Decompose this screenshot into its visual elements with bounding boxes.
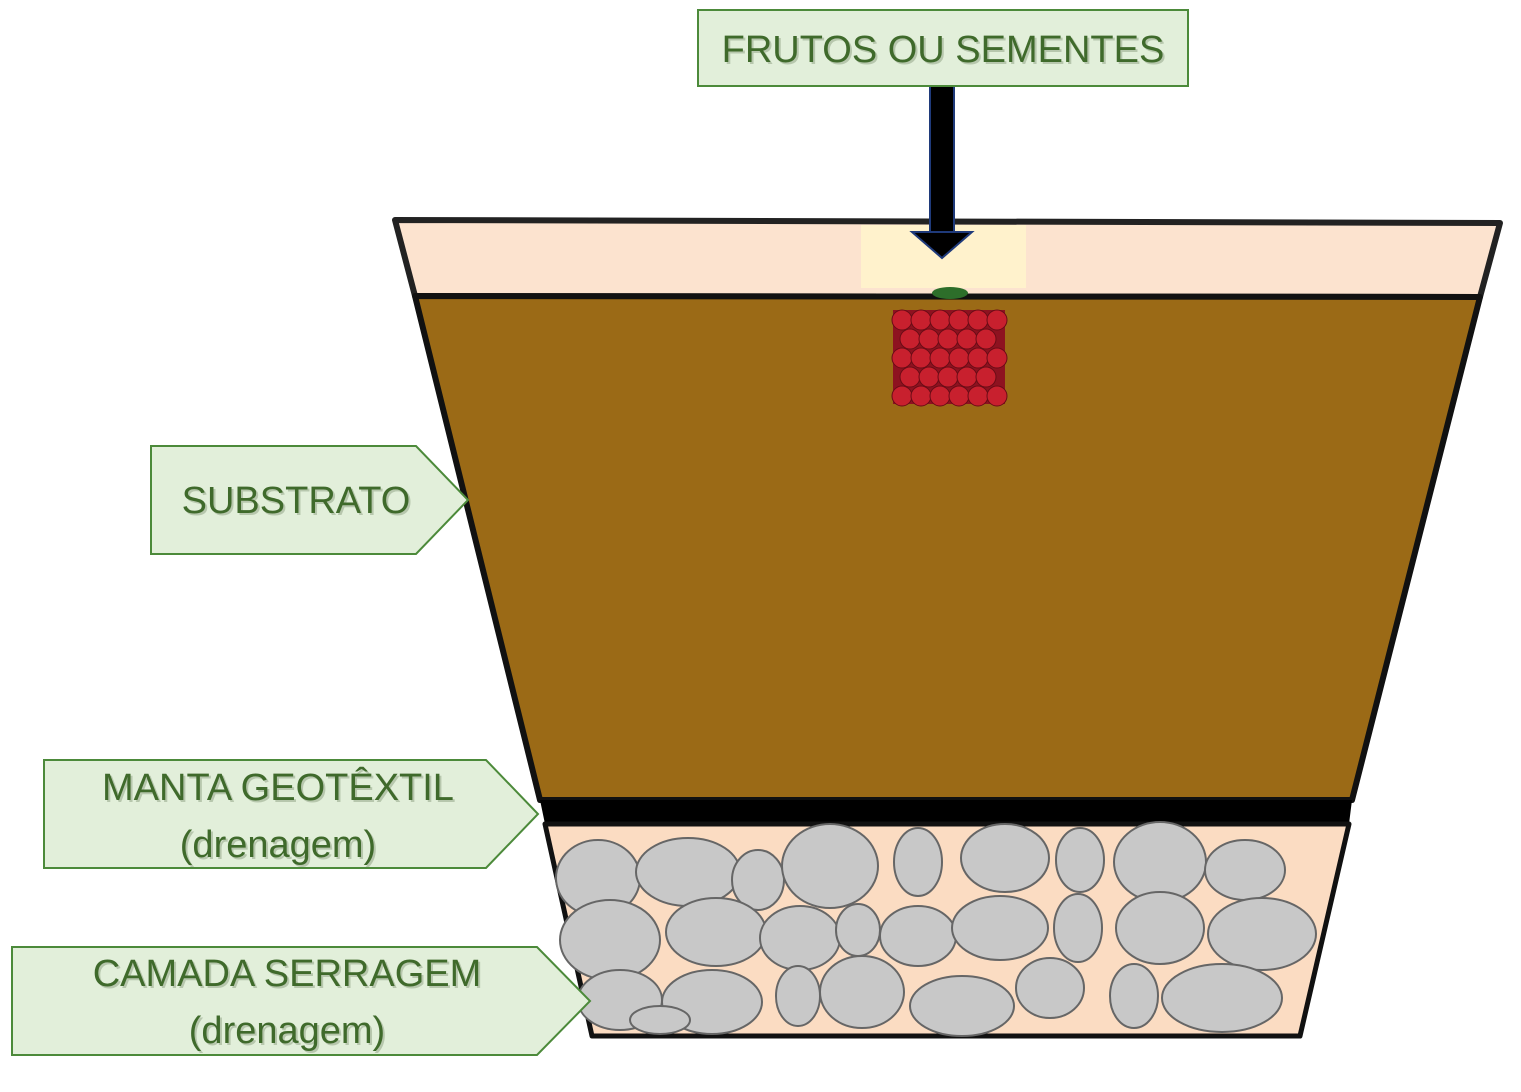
geotextile-layer: [540, 800, 1352, 824]
pebble: [665, 897, 767, 967]
fruit: [918, 328, 940, 350]
pebble: [629, 1005, 691, 1035]
svg-text:FRUTOS OU SEMENTES: FRUTOS OU SEMENTES: [724, 31, 1167, 73]
fruit: [956, 328, 978, 350]
camada-label-line1-shadow: CAMADA SERRAGEM: [95, 955, 484, 997]
fruit: [929, 385, 951, 407]
fruit: [948, 385, 970, 407]
fruit: [899, 328, 921, 350]
manta-label-box: MANTA GEOTÊXTIL MANTA GEOTÊXTIL (drenage…: [43, 759, 540, 869]
fruit: [929, 347, 951, 369]
fruit: [910, 385, 932, 407]
pebble: [1055, 827, 1105, 893]
pebble: [559, 899, 661, 981]
camada-label-line2: (drenagem): [189, 1010, 385, 1052]
fruit: [948, 347, 970, 369]
pebble-group: [555, 821, 1317, 1037]
substrato-label-shadow: SUBSTRATO: [184, 482, 413, 524]
fruit: [910, 347, 932, 369]
manta-label-line1-shadow: MANTA GEOTÊXTIL: [104, 768, 456, 811]
camada-label-box: CAMADA SERRAGEM CAMADA SERRAGEM (drenage…: [11, 946, 592, 1056]
pebble: [1015, 957, 1085, 1019]
svg-text:CAMADA SERRAGEM: CAMADA SERRAGEM: [95, 955, 484, 997]
manta-label-line2-shadow: (drenagem): [182, 826, 378, 868]
manta-label-line2: (drenagem): [180, 824, 376, 866]
svg-text:MANTA GEOTÊXTIL: MANTA GEOTÊXTIL: [104, 768, 456, 811]
fruit: [967, 347, 989, 369]
manta-label-line1: MANTA GEOTÊXTIL: [102, 766, 454, 809]
pebble: [775, 965, 821, 1027]
fruit: [910, 309, 932, 331]
substrato-label: SUBSTRATO: [182, 480, 411, 522]
pebble: [893, 827, 943, 897]
substrato-label-box: SUBSTRATO SUBSTRATO: [150, 445, 470, 555]
pebble: [635, 837, 741, 907]
pebble: [960, 823, 1050, 893]
fruit: [937, 366, 959, 388]
pebble: [819, 955, 905, 1029]
pebble: [1115, 891, 1205, 965]
pebble: [759, 905, 841, 971]
fruit: [967, 309, 989, 331]
fruit: [929, 309, 951, 331]
pebble: [1161, 963, 1283, 1033]
fruit: [956, 366, 978, 388]
pebble: [951, 895, 1049, 961]
fruit: [918, 366, 940, 388]
fruit: [899, 366, 921, 388]
seedbed-container: [392, 217, 1503, 1039]
fruit: [967, 385, 989, 407]
fruits-image: [891, 309, 1008, 407]
seedling-mark: [932, 287, 968, 299]
fruit: [891, 385, 913, 407]
pebble: [1053, 893, 1103, 963]
fruit: [975, 366, 997, 388]
down-arrow-icon: [909, 85, 975, 260]
pebble: [1207, 897, 1317, 971]
fruit: [891, 309, 913, 331]
pebble: [879, 905, 957, 967]
fruit: [975, 328, 997, 350]
pebble: [1204, 839, 1286, 901]
fruit: [937, 328, 959, 350]
pebble: [781, 823, 879, 909]
svg-text:SUBSTRATO: SUBSTRATO: [184, 482, 413, 524]
pebble: [1113, 821, 1207, 903]
fruit: [948, 309, 970, 331]
fruit: [986, 385, 1008, 407]
svg-text:(drenagem): (drenagem): [191, 1012, 387, 1054]
camada-label-line2-shadow: (drenagem): [191, 1012, 387, 1054]
pebble: [909, 975, 1015, 1037]
frutos-label: FRUTOS OU SEMENTES: [722, 29, 1165, 71]
fruit: [891, 347, 913, 369]
pebble: [835, 903, 881, 957]
fruit: [986, 347, 1008, 369]
pebble: [1109, 963, 1159, 1029]
camada-label-line1: CAMADA SERRAGEM: [93, 953, 482, 995]
frutos-label-shadow: FRUTOS OU SEMENTES: [724, 31, 1167, 73]
frutos-label-box: FRUTOS OU SEMENTES FRUTOS OU SEMENTES: [697, 9, 1189, 87]
fruit: [986, 309, 1008, 331]
svg-text:(drenagem): (drenagem): [182, 826, 378, 868]
